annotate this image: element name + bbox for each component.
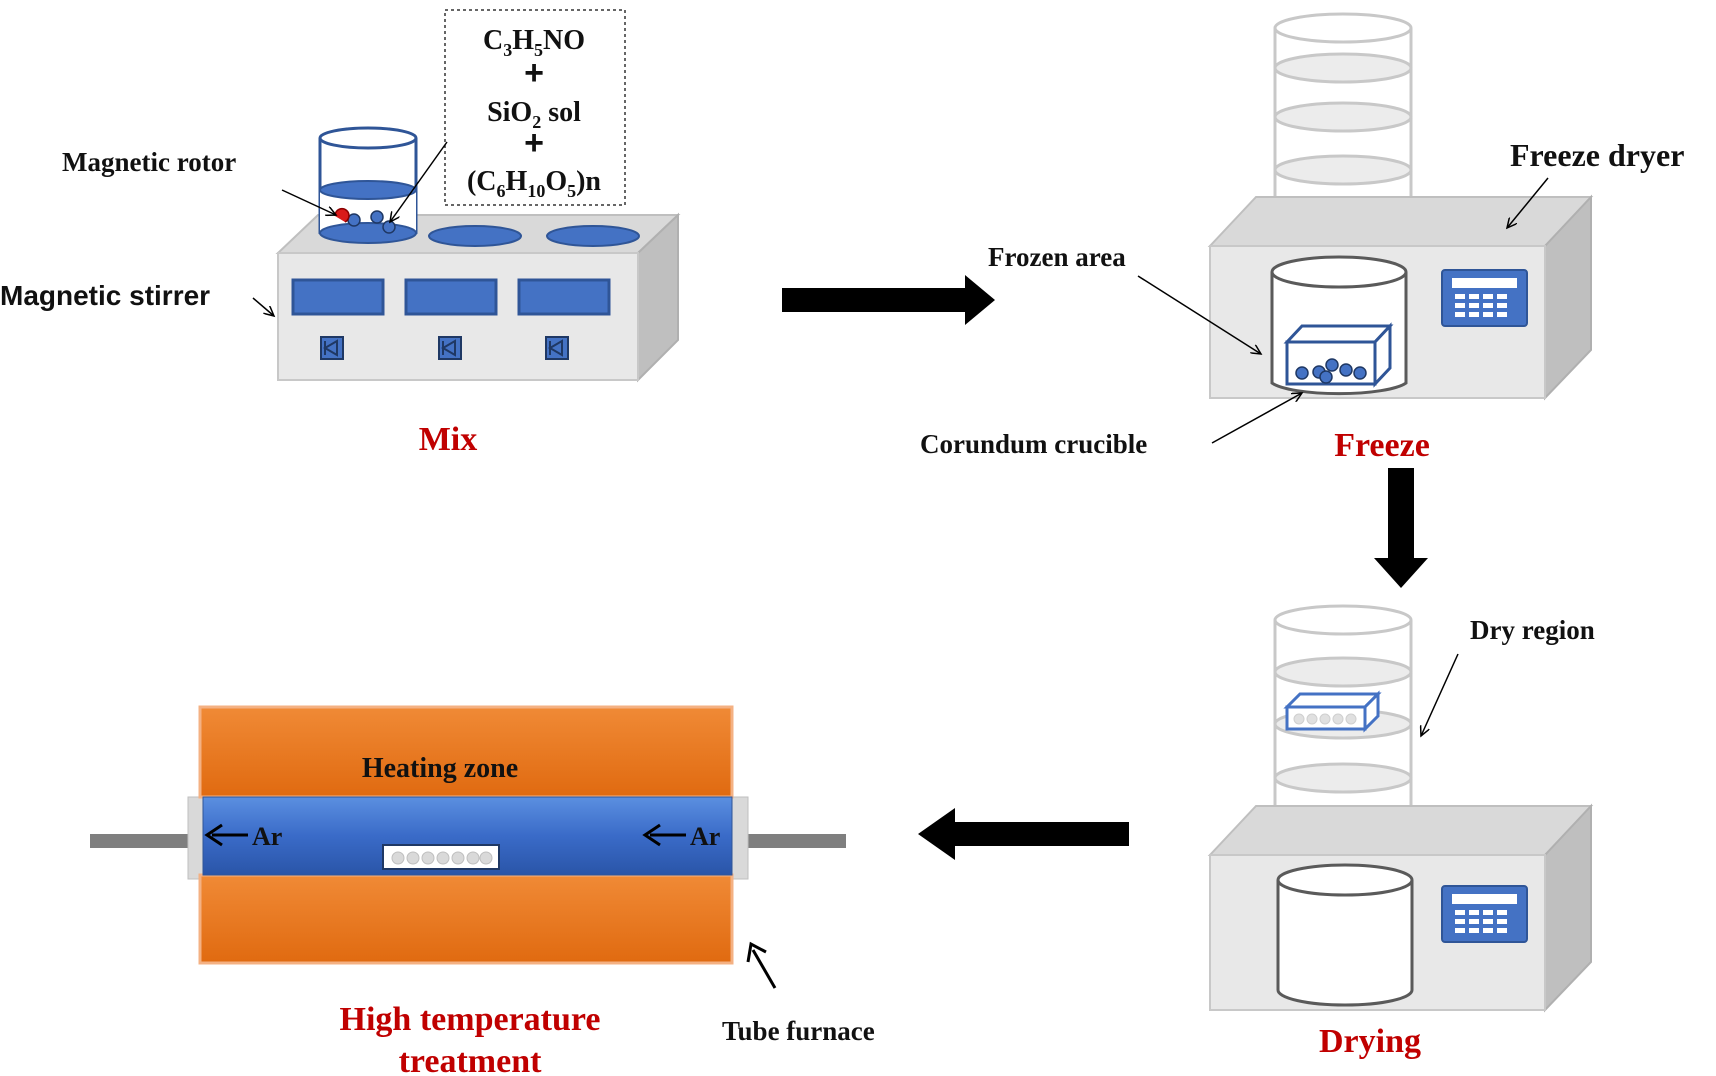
- beaker: [318, 126, 418, 244]
- rotor-pointer: [281, 189, 336, 215]
- freeze-dryer: [1207, 12, 1594, 401]
- stage-label-treatment-line2: treatment: [399, 1043, 543, 1076]
- dry-region-label: Dry region: [1470, 615, 1595, 645]
- particle: [1325, 358, 1339, 372]
- dry-region-pointer: [1421, 653, 1459, 736]
- control-panel-icon: [1441, 885, 1528, 943]
- stirrer-pointer: [252, 297, 274, 316]
- particle: [1339, 363, 1353, 377]
- particle: [347, 213, 361, 227]
- tube-furnace: [90, 705, 846, 965]
- flow-arrow-down: [1374, 468, 1428, 588]
- arrow-up-icon: [746, 941, 767, 963]
- particle: [1353, 366, 1367, 380]
- crucible-pointer: [1211, 393, 1302, 444]
- stage-label-freeze: Freeze: [1334, 427, 1430, 464]
- arrow-left-icon: [642, 823, 661, 847]
- argon-label-left: Ar: [252, 822, 282, 851]
- particle: [1295, 366, 1309, 380]
- reagent-starch: (C6H10O5)n: [467, 166, 601, 201]
- arrow-left-icon: [204, 823, 223, 847]
- plus-sign: +: [524, 54, 544, 92]
- tube-furnace-label: Tube furnace: [722, 1016, 875, 1046]
- corundum-crucible: [1283, 322, 1394, 388]
- frozen-area-label: Frozen area: [988, 242, 1126, 272]
- reagent-acrylamide: C3H5NO: [483, 25, 585, 60]
- freeze-dryer-drying: [1207, 604, 1594, 1013]
- reagent-pointer: [390, 141, 448, 222]
- control-panel-icon: [1441, 269, 1528, 327]
- corundum-crucible-label: Corundum crucible: [920, 429, 1147, 459]
- reagent-silica-sol: SiO2 sol: [487, 97, 581, 132]
- particle: [1319, 370, 1333, 384]
- plus-sign: +: [524, 124, 544, 162]
- stage-label-drying: Drying: [1319, 1023, 1421, 1060]
- knob-icon: [320, 336, 344, 360]
- dried-crucible: [1283, 690, 1382, 733]
- tube-furnace-pointer: [751, 949, 777, 989]
- stage-label-treatment-line1: High temperature: [340, 1001, 601, 1038]
- freeze-dryer-pointer: [1507, 177, 1549, 228]
- knob-icon: [438, 336, 462, 360]
- knob-icon: [545, 336, 569, 360]
- particle: [370, 210, 384, 224]
- argon-label-right: Ar: [690, 822, 720, 851]
- stage-label-mix: Mix: [419, 421, 478, 458]
- flow-arrow-left: [918, 808, 1129, 860]
- heating-zone-label: Heating zone: [362, 753, 518, 784]
- magnetic-rotor-label: Magnetic rotor: [62, 147, 236, 177]
- flow-arrow-right: [782, 275, 995, 325]
- particle: [382, 220, 396, 234]
- magnetic-stirrer-label: Magnetic stirrer: [0, 280, 210, 311]
- frozen-area-pointer: [1137, 275, 1261, 354]
- freeze-dryer-label: Freeze dryer: [1510, 137, 1684, 173]
- reagents-box: C3H5NO + SiO2 sol + (C6H10O5)n: [444, 9, 626, 206]
